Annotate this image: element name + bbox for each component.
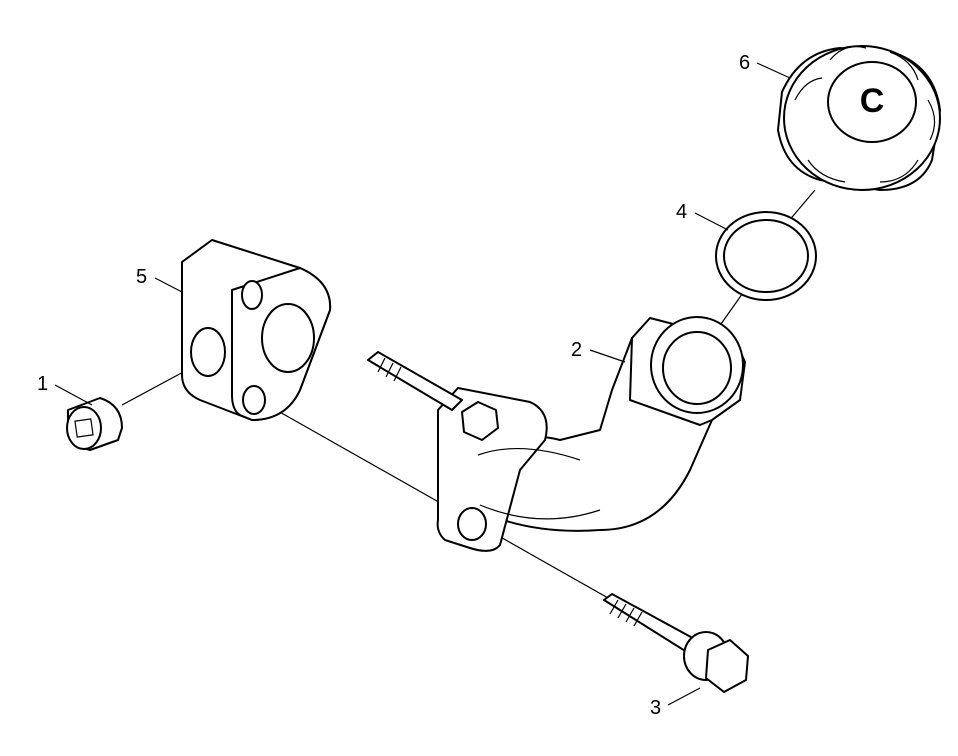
callout-6: 6 <box>739 52 750 74</box>
callout-1: 1 <box>37 373 48 395</box>
callout-5: 5 <box>136 266 147 288</box>
part-5-flange-adapter <box>181 239 332 421</box>
callout-2: 2 <box>571 339 582 361</box>
part-1-plug <box>66 397 123 451</box>
callout-4: 4 <box>676 201 687 223</box>
part-6-filler-cap: C <box>777 45 941 191</box>
part-2-elbow-pipe <box>367 316 746 552</box>
cap-symbol: C <box>860 82 885 120</box>
leader-lines <box>54 62 791 706</box>
part-3-flange-bolt <box>603 593 749 693</box>
callout-3: 3 <box>650 697 661 719</box>
part-4-o-ring <box>715 211 817 301</box>
